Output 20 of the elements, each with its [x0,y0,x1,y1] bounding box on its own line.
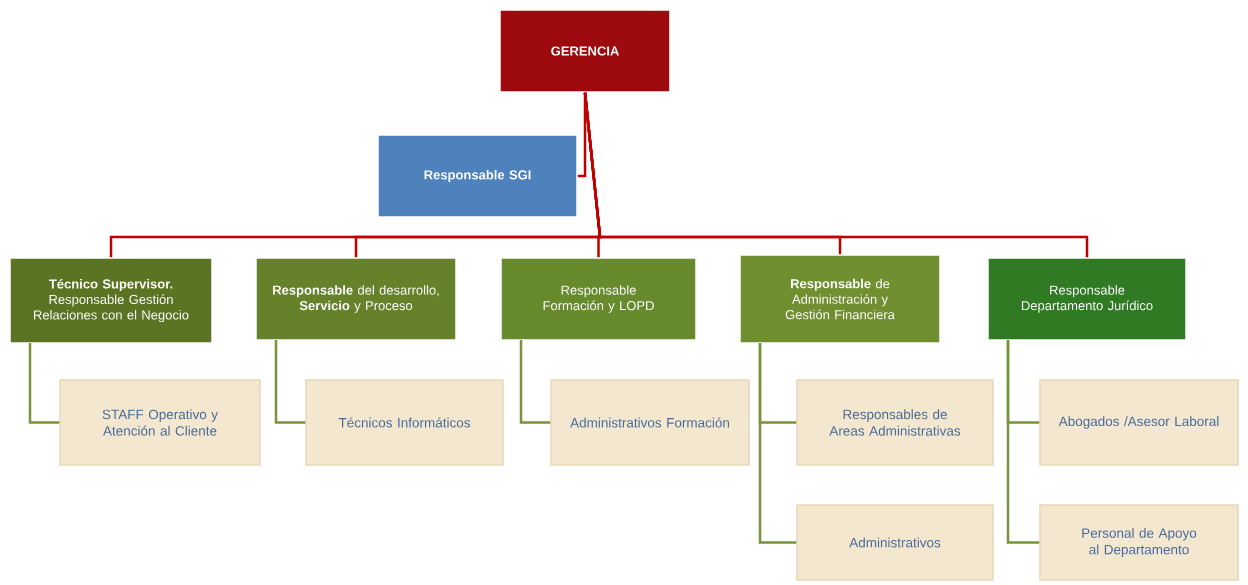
staff-box: Abogados /Asesor Laboral [1039,379,1239,466]
connector-line [1006,340,1040,544]
role-box: Responsable de Administración y Gestión Financiera [739,254,941,344]
connector-line [28,343,60,424]
connector-line [274,340,306,424]
role-box: Técnico Supervisor. Responsable Gestión Relaciones con el Negocio [9,257,213,344]
role-box: Responsable SGI [377,134,578,218]
staff-box: Técnicos Informáticos [305,379,504,466]
staff-box: Responsables de Areas Administrativas [796,379,994,466]
title-box: GERENCIA [499,9,671,93]
role-box: Responsable del desarrollo, Servicio y Proceso [255,257,457,341]
staff-box: Personal de Apoyo al Departamento [1039,504,1239,581]
staff-box: Administrativos Formación [550,379,750,466]
staff-box: STAFF Operativo y Atención al Cliente [59,379,261,466]
role-box: Responsable Departamento Jurídico [987,257,1187,341]
connector-line [519,340,551,424]
staff-box: Administrativos [796,504,994,581]
connector-line [583,92,1089,258]
connector-line [758,343,797,544]
role-box: Responsable Formación y LOPD [500,257,697,341]
